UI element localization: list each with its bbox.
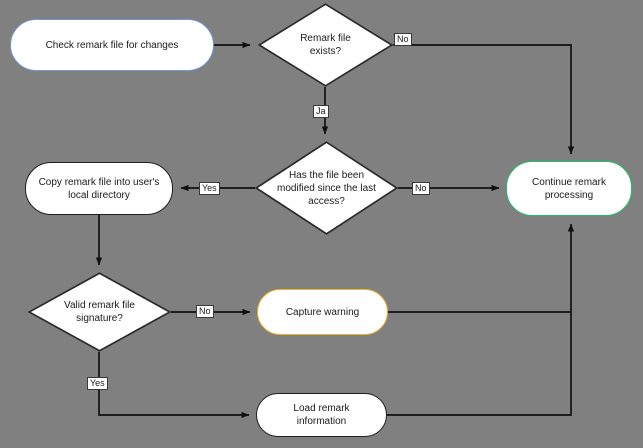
- node-file-modified-label: Has the file been modified since the las…: [277, 169, 376, 207]
- edge-label-signature-no: No: [196, 305, 214, 318]
- edge-label-exists-no: No: [394, 33, 412, 46]
- decision-shape-valid-signature: [28, 272, 171, 352]
- edge-label-modified-yes: Yes: [199, 182, 220, 195]
- node-check-remark-file-label: Check remark file for changes: [45, 39, 179, 51]
- decision-shape-remark-file-exists: [258, 3, 393, 87]
- node-capture-warning[interactable]: Capture warning: [257, 289, 388, 335]
- node-capture-warning-label: Capture warning: [285, 306, 360, 318]
- node-remark-file-exists[interactable]: Remark file exists?: [258, 3, 393, 87]
- node-copy-remark-file[interactable]: Copy remark file into user's local direc…: [25, 162, 173, 215]
- edge-load-to-continue: [387, 223, 575, 416]
- node-file-modified[interactable]: Has the file been modified since the las…: [255, 141, 398, 235]
- edge-signature-yes-to-load: [98, 352, 250, 419]
- edge-exists-no-to-continue: [393, 44, 575, 155]
- edge-label-modified-no: No: [412, 182, 430, 195]
- edge-label-exists-ja: Ja: [313, 105, 329, 118]
- node-valid-signature[interactable]: Valid remark file signature?: [28, 272, 171, 352]
- node-continue-remark-processing-label: Continue remark processing: [532, 176, 606, 201]
- node-continue-remark-processing[interactable]: Continue remark processing: [506, 161, 632, 216]
- node-valid-signature-label: Valid remark file signature?: [64, 300, 135, 324]
- decision-shape-file-modified: [255, 141, 398, 235]
- node-check-remark-file[interactable]: Check remark file for changes: [10, 19, 214, 71]
- node-copy-remark-file-label: Copy remark file into user's local direc…: [38, 176, 160, 201]
- node-load-remark-information-label: Load remark information: [293, 403, 350, 427]
- node-load-remark-information[interactable]: Load remark information: [256, 393, 387, 437]
- node-remark-file-exists-label: Remark file exists?: [300, 33, 351, 57]
- edge-label-signature-yes: Yes: [87, 377, 108, 390]
